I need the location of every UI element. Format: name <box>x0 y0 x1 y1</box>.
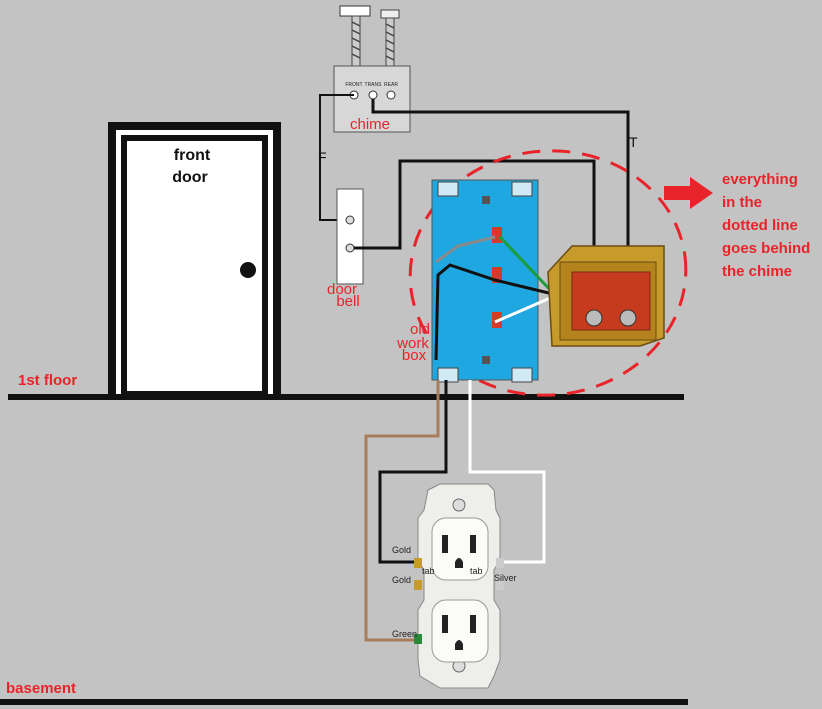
duplex-outlet: Gold tab tab Silver Gold Green <box>392 483 517 689</box>
box-label-line2: work <box>396 335 429 352</box>
dotted-outline <box>408 149 688 397</box>
doorbell-label-line1: door <box>327 281 357 298</box>
chime-label: chime <box>350 116 390 133</box>
label-tab-left: tab <box>422 566 435 576</box>
wire-nut-2 <box>492 267 502 283</box>
wire-brown-to-outlet <box>364 380 440 642</box>
box-label-line3: box <box>402 347 427 364</box>
wire-f-label: F <box>318 149 327 165</box>
door-label-line1: front <box>174 147 211 164</box>
wire-doorbell-to-transformer <box>354 159 596 300</box>
transformer <box>547 245 665 347</box>
basement-label: basement <box>6 680 76 697</box>
wire-gray-ground <box>435 235 496 264</box>
label-silver: Silver <box>494 573 517 583</box>
old-work-box <box>431 179 539 383</box>
wire-t-label: T <box>629 134 638 150</box>
note-arrow <box>664 177 713 209</box>
transformer-screw-1 <box>585 309 603 327</box>
doorbell-label-line2: bell <box>336 293 359 310</box>
chime-unit: FRONT TRANS REAR chime <box>333 5 411 133</box>
chime-terminal-rear: REAR <box>384 82 398 88</box>
wire-black-to-outlet <box>378 380 448 564</box>
chime-screw-trans <box>368 90 378 100</box>
label-gold-top: Gold <box>392 545 411 555</box>
wire-white-to-outlet <box>468 380 546 564</box>
chime-terminal-front: FRONT <box>345 82 362 88</box>
note-line3: dotted line <box>722 217 798 234</box>
wire-front-to-doorbell <box>319 94 354 221</box>
front-door: front door <box>108 122 281 394</box>
wire-white-neutral <box>494 293 558 324</box>
label-gold-bottom: Gold <box>392 575 411 585</box>
door-label-line2: door <box>172 169 208 186</box>
label-tab-right: tab <box>470 566 483 576</box>
transformer-screw-2 <box>619 309 637 327</box>
box-label-line1: old <box>410 321 430 338</box>
note-line1: everything <box>722 171 798 188</box>
wire-nut-1 <box>492 227 502 243</box>
outlet-top-screw <box>452 498 466 512</box>
wire-black-hot <box>434 263 558 361</box>
doorbell-button: door bell <box>327 188 364 310</box>
chime-terminal-trans: TRANS <box>365 82 383 88</box>
chime-screw-rear <box>386 90 396 100</box>
wire-green-ground <box>498 235 557 297</box>
note-line4: goes behind <box>722 240 810 257</box>
label-green: Green <box>392 629 417 639</box>
note-line5: the chime <box>722 263 792 280</box>
door-knob <box>240 262 256 278</box>
note-line2: in the <box>722 194 762 211</box>
first-floor-label: 1st floor <box>18 372 77 389</box>
wire-trans-to-transformer <box>371 99 630 300</box>
